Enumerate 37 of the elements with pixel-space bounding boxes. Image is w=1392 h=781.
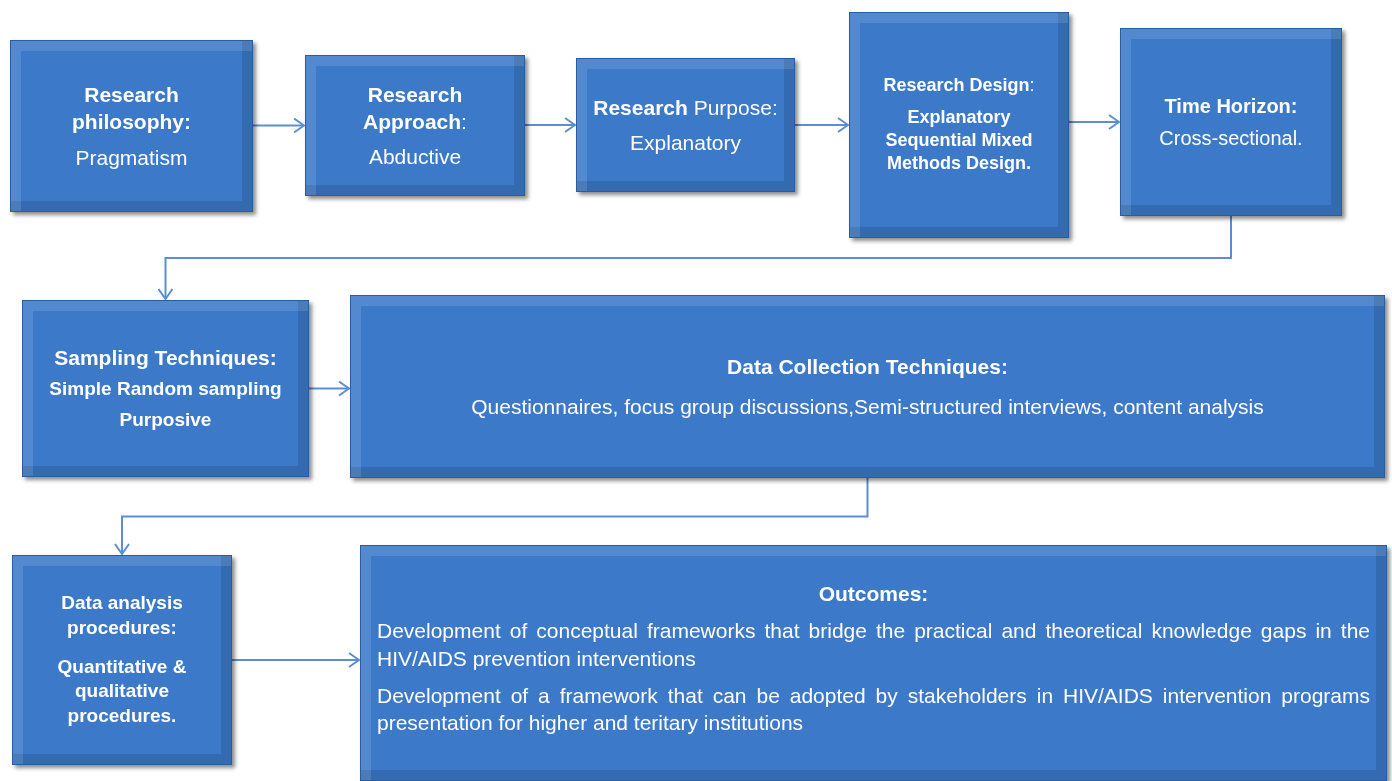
arrow [794, 117, 849, 133]
box-heading: Data analysis procedures: [60, 591, 184, 640]
arrow [308, 380, 350, 397]
arrow [157, 215, 1232, 300]
box-text: Explanatory Sequential Mixed Methods Design. [884, 105, 1034, 176]
box-text: Questionnaires, focus group discussions,Semi-structured interviews, content analysis [471, 393, 1264, 420]
box-heading: Research Approach: [362, 81, 468, 135]
process-box [22, 300, 309, 477]
arrow [1068, 114, 1120, 130]
box-heading: Research Design: [883, 74, 1035, 98]
arrow [524, 117, 576, 133]
process-box [10, 40, 253, 212]
process-box [360, 545, 1387, 781]
box-text: Quantitative & qualitative procedures. [56, 654, 188, 729]
arrow [114, 477, 869, 555]
box-heading: Outcomes: [818, 581, 929, 607]
process-box [350, 295, 1385, 478]
box-heading: Research philosophy: [71, 82, 192, 136]
box-text: Simple Random sampling [49, 377, 282, 402]
box-text: Abductive [368, 144, 462, 171]
box-text: Pragmatism [75, 144, 188, 171]
process-box [1120, 28, 1342, 216]
box-heading: Data Collection Techniques: [727, 354, 1008, 381]
box-heading: Sampling Techniques: [54, 345, 277, 372]
process-box [849, 12, 1069, 238]
box-text: Development of conceptual frameworks that bridge the practical and theoretical knowledge gaps in the HIV/AIDS prevention interventions [377, 618, 1370, 672]
box-heading: Time Horizon: [1164, 94, 1298, 119]
box-text: Purposive [119, 408, 212, 433]
process-box [576, 58, 795, 192]
arrow [252, 117, 305, 134]
arrow [231, 652, 360, 668]
process-box [305, 55, 525, 196]
box-text: Explanatory [630, 130, 741, 156]
process-box [12, 555, 232, 765]
box-text: Cross-sectional. [1159, 126, 1303, 151]
box-heading: Research Purpose: [593, 94, 778, 121]
box-text: Development of a framework that can be adopted by stakeholders in HIV/AIDS intervention programs presentation for higher and teritary institutions [377, 682, 1370, 737]
